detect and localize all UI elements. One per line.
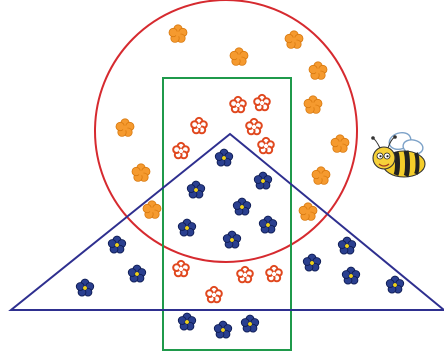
red-flower — [229, 95, 247, 114]
blue-flower — [127, 264, 147, 283]
circle-region — [94, 0, 358, 263]
orange-flower — [115, 118, 135, 137]
orange-flower — [308, 61, 328, 80]
blue-flower — [302, 253, 322, 272]
blue-flower — [253, 171, 273, 190]
red-flower — [265, 264, 283, 283]
red-flower — [172, 259, 190, 278]
red-flower — [257, 136, 275, 155]
blue-flower — [213, 320, 233, 339]
blue-flower — [222, 230, 242, 249]
blue-flower — [107, 235, 127, 254]
orange-flower — [142, 200, 162, 219]
orange-flower — [298, 202, 318, 221]
rectangle-region — [162, 77, 292, 351]
orange-flower — [168, 24, 188, 43]
blue-flower — [240, 314, 260, 333]
red-flower — [205, 285, 223, 304]
red-flower — [245, 117, 263, 136]
blue-flower — [75, 278, 95, 297]
blue-flower — [177, 312, 197, 331]
blue-flower — [341, 266, 361, 285]
orange-flower — [284, 30, 304, 49]
orange-flower — [229, 47, 249, 66]
red-flower — [190, 116, 208, 135]
red-flower — [172, 141, 190, 160]
triangle-region — [8, 132, 444, 311]
red-flowers-group — [172, 93, 283, 304]
blue-flower — [232, 197, 252, 216]
orange-flower — [303, 95, 323, 114]
blue-flower — [186, 180, 206, 199]
orange-flower — [131, 163, 151, 182]
red-flower — [236, 265, 254, 284]
orange-flowers-group — [115, 24, 350, 221]
blue-flower — [177, 218, 197, 237]
blue-flower — [385, 275, 405, 294]
blue-flower — [258, 215, 278, 234]
blue-flower — [214, 148, 234, 167]
shapes-layer — [8, 0, 444, 351]
blue-flower — [337, 236, 357, 255]
red-flower — [253, 93, 271, 112]
orange-flower — [330, 134, 350, 153]
bee-icon — [371, 131, 426, 178]
orange-flower — [311, 166, 331, 185]
